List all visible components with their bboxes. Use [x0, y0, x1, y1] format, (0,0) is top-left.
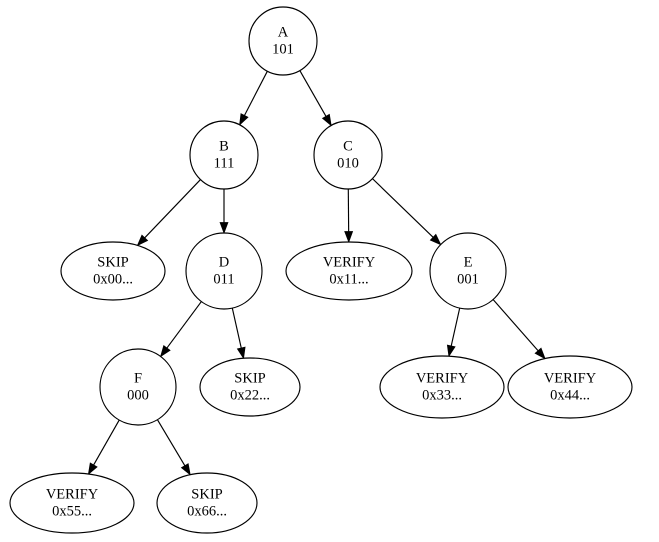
graph-node-skip66[interactable]: SKIP0x66... — [156, 472, 258, 534]
arrowhead-icon — [344, 231, 354, 244]
node-label-secondary: 010 — [337, 155, 359, 171]
arrowhead-icon — [219, 222, 229, 235]
graph-node-verify44[interactable]: VERIFY0x44... — [507, 355, 633, 419]
node-shape-circle — [185, 232, 263, 310]
arrowhead-icon — [321, 113, 332, 127]
node-label-secondary: 001 — [457, 271, 479, 287]
node-shape-ellipse — [199, 357, 301, 417]
node-label-primary: C — [343, 138, 353, 154]
node-label-secondary: 0x55... — [52, 503, 92, 519]
edge-e-to-verify44 — [492, 299, 539, 352]
node-label-secondary: 0x44... — [550, 387, 590, 403]
node-label-primary: VERIFY — [544, 370, 597, 386]
graph-node-verify33[interactable]: VERIFY0x33... — [379, 355, 505, 419]
node-label-primary: A — [278, 24, 289, 40]
edges-layer — [87, 70, 546, 476]
node-label-primary: SKIP — [234, 370, 265, 386]
node-label-primary: D — [219, 254, 229, 270]
node-label-primary: VERIFY — [46, 486, 99, 502]
node-label-secondary: 0x66... — [187, 503, 227, 519]
node-shape-ellipse — [285, 241, 413, 301]
node-label-secondary: 011 — [213, 271, 234, 287]
node-label-secondary: 101 — [272, 41, 294, 57]
node-shape-ellipse — [60, 241, 166, 301]
edge-c-to-e — [372, 178, 434, 238]
graph-node-verify55[interactable]: VERIFY0x55... — [9, 472, 135, 534]
node-label-primary: VERIFY — [323, 254, 376, 270]
node-label-secondary: 111 — [214, 155, 235, 171]
node-shape-ellipse — [379, 355, 505, 419]
node-shape-ellipse — [9, 472, 135, 534]
node-shape-circle — [313, 120, 383, 190]
nodes-layer: A101B111C010SKIP0x00...D011VERIFY0x11...… — [9, 6, 633, 534]
node-shape-circle — [99, 348, 177, 426]
edge-a-to-c — [299, 70, 327, 117]
node-shape-ellipse — [507, 355, 633, 419]
arrowhead-icon — [87, 462, 98, 476]
arrowhead-icon — [446, 344, 456, 358]
node-label-primary: VERIFY — [416, 370, 469, 386]
arrowhead-icon — [239, 113, 249, 126]
node-label-primary: SKIP — [97, 254, 128, 270]
node-label-secondary: 0x00... — [93, 271, 133, 287]
arrowhead-icon — [236, 346, 246, 360]
node-label-secondary: 0x33... — [422, 387, 462, 403]
node-shape-ellipse — [156, 472, 258, 534]
node-label-primary: B — [219, 138, 229, 154]
graph-node-skip22[interactable]: SKIP0x22... — [199, 357, 301, 417]
arrowhead-icon — [429, 233, 442, 246]
node-label-primary: SKIP — [191, 486, 222, 502]
node-shape-circle — [189, 120, 259, 190]
arrowhead-icon — [159, 345, 171, 358]
graph-node-skip00[interactable]: SKIP0x00... — [60, 241, 166, 301]
arrowhead-icon — [180, 463, 191, 476]
edge-e-to-verify33 — [450, 307, 461, 347]
node-label-secondary: 000 — [127, 387, 149, 403]
node-label-primary: F — [134, 370, 142, 386]
node-label-secondary: 0x11... — [329, 271, 368, 287]
edge-f-to-verify55 — [93, 419, 120, 466]
edge-f-to-skip66 — [156, 419, 186, 467]
arrowhead-icon — [534, 347, 546, 360]
node-shape-circle — [429, 232, 507, 310]
node-shape-circle — [248, 6, 318, 76]
node-label-secondary: 0x22... — [230, 387, 270, 403]
edge-a-to-b — [243, 70, 268, 116]
edge-d-to-skip22 — [231, 307, 242, 349]
node-label-primary: E — [464, 254, 473, 270]
arrowhead-icon — [136, 234, 149, 247]
graph-node-verify11[interactable]: VERIFY0x11... — [285, 241, 413, 301]
edge-d-to-f — [166, 301, 202, 349]
edge-b-to-skip00 — [144, 179, 201, 239]
